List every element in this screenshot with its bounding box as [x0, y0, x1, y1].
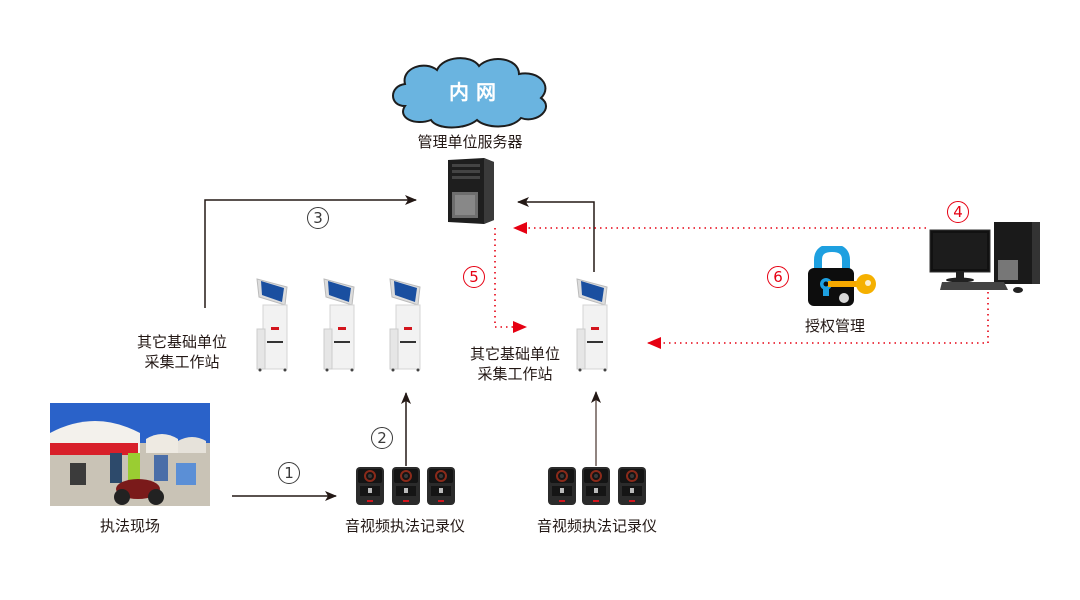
step-5-badge: 5	[463, 266, 485, 288]
kiosk-workstation-1	[255, 273, 295, 373]
scene-photo	[50, 403, 210, 506]
body-camera-right-1	[547, 466, 577, 506]
body-camera-icon	[392, 467, 420, 505]
intranet-cloud: 内 网	[385, 50, 560, 130]
scene-label: 执法现场	[99, 517, 160, 535]
body-camera-right-3	[617, 466, 647, 506]
server-label: 管理单位服务器	[417, 133, 523, 151]
step-3-badge: 3	[307, 207, 329, 229]
cloud-icon	[392, 57, 548, 129]
left-workstations-label-line2: 采集工作站	[144, 353, 220, 371]
kiosk-workstation-3	[388, 273, 428, 373]
kiosk-icon	[323, 278, 355, 372]
body-camera-left-2	[391, 466, 421, 506]
admin-desktop-pc-icon	[928, 222, 1048, 298]
body-camera-left-1	[355, 466, 385, 506]
body-camera-icon	[548, 467, 576, 505]
kiosk-icon	[576, 278, 608, 372]
recorders-left-label: 音视频执法记录仪	[344, 517, 465, 535]
step-1-badge: 1	[278, 462, 300, 484]
body-camera-icon	[356, 467, 384, 505]
center-workstation-label-line2: 采集工作站	[477, 365, 553, 383]
kiosk-workstation-2	[322, 273, 362, 373]
arrow-step-3	[204, 195, 417, 308]
lock-key-icon	[804, 243, 878, 308]
recorders-right-label: 音视频执法记录仪	[536, 517, 657, 535]
left-workstations-label-line1: 其它基础单位	[136, 333, 227, 351]
left-workstations-label: 其它基础单位 采集工作站	[122, 332, 242, 372]
arrow-center-to-server	[517, 197, 595, 272]
auth-label: 授权管理	[804, 317, 865, 335]
body-camera-icon	[618, 467, 646, 505]
step-2-badge: 2	[371, 427, 393, 449]
body-camera-right-2	[581, 466, 611, 506]
cloud-label: 内 网	[449, 80, 496, 104]
server-tower-icon	[446, 158, 496, 224]
kiosk-workstation-center	[575, 273, 615, 373]
kiosk-icon	[389, 278, 421, 372]
body-camera-icon	[427, 467, 455, 505]
kiosk-icon	[256, 278, 288, 372]
arrow-step-5	[494, 228, 527, 333]
step-6-badge: 6	[767, 266, 789, 288]
body-camera-left-3	[426, 466, 456, 506]
arrow-step-6	[647, 292, 989, 349]
center-workstation-label-line1: 其它基础单位	[469, 345, 560, 363]
step-4-badge: 4	[947, 201, 969, 223]
body-camera-icon	[582, 467, 610, 505]
center-workstation-label: 其它基础单位 采集工作站	[455, 344, 575, 384]
